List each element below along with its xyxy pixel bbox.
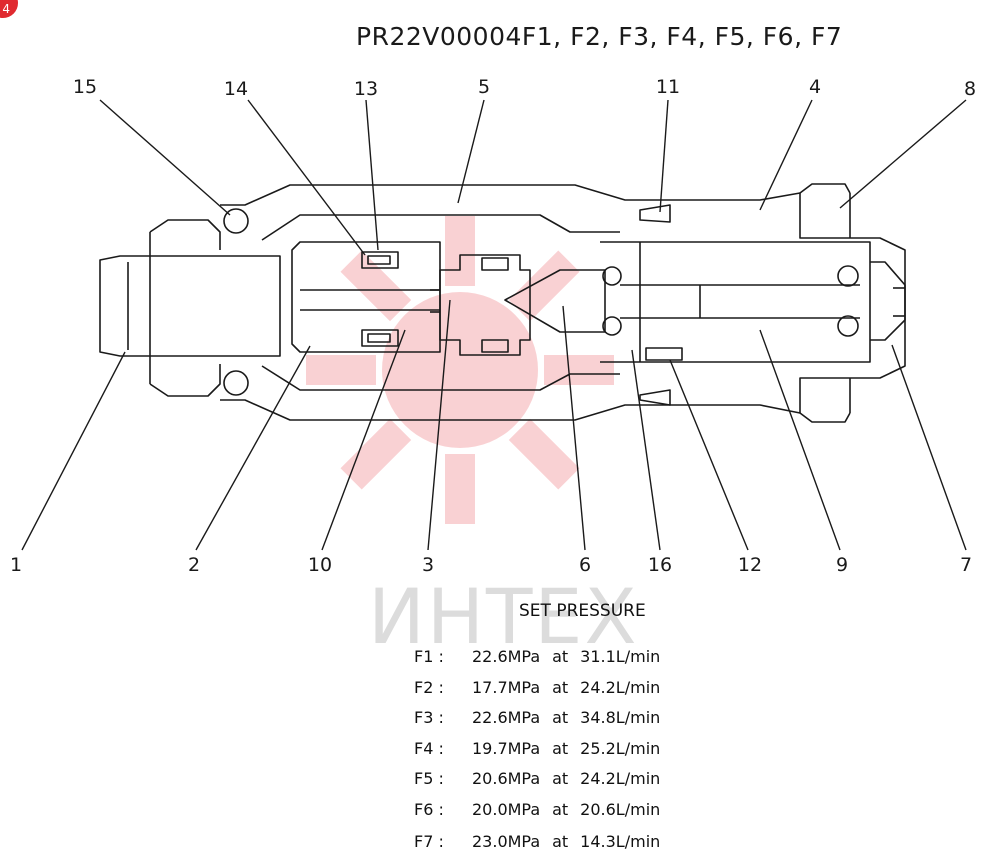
callout-9: 9	[835, 554, 849, 576]
row-pressure: 22.6MPa	[472, 647, 541, 666]
diagram-title: PR22V00004F1, F2, F3, F4, F5, F6, F7	[356, 22, 843, 51]
row-code: F6 :	[414, 800, 444, 819]
set-pressure-row: F6 : 20.0MPa at 20.6L/min	[414, 800, 660, 819]
callout-5: 5	[477, 76, 491, 98]
row-pressure: 22.6MPa	[472, 708, 541, 727]
leader-lines	[21, 99, 967, 551]
callout-6: 6	[578, 554, 592, 576]
row-code: F5 :	[414, 769, 444, 788]
callout-8: 8	[963, 78, 977, 100]
o-ring-15	[223, 208, 249, 234]
watermark-text: ИНТЕХ	[368, 572, 639, 661]
row-at: at	[552, 832, 569, 851]
callout-1: 1	[9, 554, 23, 576]
spring-housing	[600, 241, 871, 363]
row-flow: 24.2L/min	[580, 769, 661, 788]
seat-sleeve	[291, 241, 441, 353]
callout-4: 4	[808, 76, 822, 98]
set-pressure-row: F3 : 22.6MPa at 34.8L/min	[414, 708, 660, 727]
piston	[439, 254, 531, 356]
row-pressure: 20.0MPa	[472, 800, 541, 819]
row-flow: 24.2L/min	[580, 678, 661, 697]
row-pressure: 17.7MPa	[472, 678, 541, 697]
lock-nut	[799, 183, 851, 423]
callout-12: 12	[737, 554, 763, 576]
callout-7: 7	[959, 554, 973, 576]
row-flow: 25.2L/min	[580, 739, 661, 758]
set-pressure-row: F7 : 23.0MPa at 14.3L/min	[414, 832, 660, 851]
row-at: at	[552, 739, 569, 758]
callout-3: 3	[421, 554, 435, 576]
row-flow: 31.1L/min	[580, 647, 661, 666]
spring	[620, 284, 860, 319]
set-pressure-row: F4 : 19.7MPa at 25.2L/min	[414, 739, 660, 758]
row-pressure: 20.6MPa	[472, 769, 541, 788]
backup-ring-13	[361, 251, 399, 269]
inlet-fitting	[99, 255, 281, 357]
set-pressure-row: F2 : 17.7MPa at 24.2L/min	[414, 678, 660, 697]
watermark-logo	[306, 216, 614, 524]
row-code: F1 :	[414, 647, 444, 666]
set-pressure-row: F5 : 20.6MPa at 24.2L/min	[414, 769, 660, 788]
row-at: at	[552, 647, 569, 666]
row-code: F7 :	[414, 832, 444, 851]
row-code: F3 :	[414, 708, 444, 727]
row-pressure: 23.0MPa	[472, 832, 541, 851]
page-badge: 4	[0, 0, 18, 18]
callout-16: 16	[647, 554, 673, 576]
seal-11	[639, 204, 671, 223]
row-at: at	[552, 708, 569, 727]
row-flow: 34.8L/min	[580, 708, 661, 727]
callout-14: 14	[223, 78, 249, 100]
row-pressure: 19.7MPa	[472, 739, 541, 758]
row-code: F4 :	[414, 739, 444, 758]
set-pressure-row: F1 : 22.6MPa at 31.1L/min	[414, 647, 660, 666]
row-flow: 20.6L/min	[580, 800, 661, 819]
poppet-cone	[504, 269, 606, 333]
callout-2: 2	[187, 554, 201, 576]
adjusting-screw	[870, 261, 906, 341]
row-at: at	[552, 769, 569, 788]
row-at: at	[552, 800, 569, 819]
callout-10: 10	[307, 554, 333, 576]
row-code: F2 :	[414, 678, 444, 697]
callout-13: 13	[353, 78, 379, 100]
callout-15: 15	[72, 76, 98, 98]
seal-12	[645, 347, 683, 361]
callout-11: 11	[655, 76, 681, 98]
row-at: at	[552, 678, 569, 697]
set-pressure-heading: SET PRESSURE	[519, 601, 646, 621]
row-flow: 14.3L/min	[580, 832, 661, 851]
